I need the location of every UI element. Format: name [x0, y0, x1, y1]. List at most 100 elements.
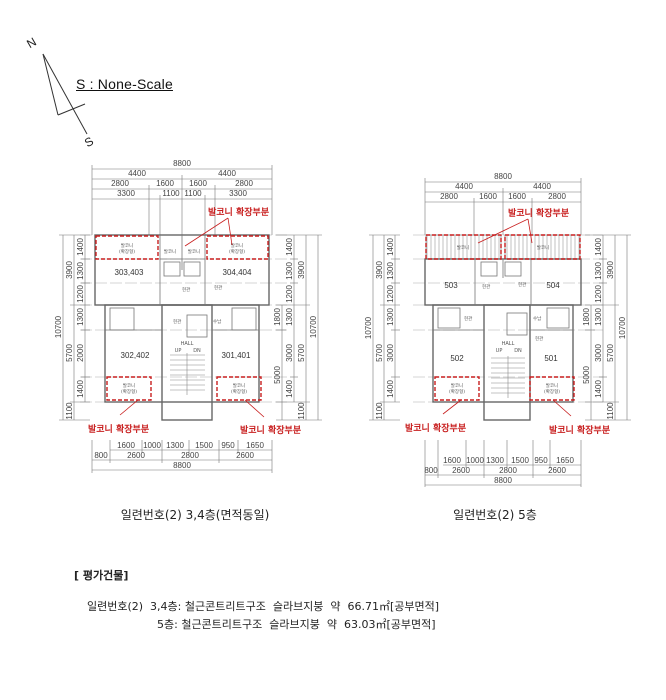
svg-text:1300: 1300 [386, 262, 395, 280]
svg-text:1300: 1300 [285, 262, 294, 280]
svg-text:현관: 현관 [182, 286, 190, 293]
svg-text:현관: 현관 [482, 283, 490, 290]
svg-text:3900: 3900 [297, 261, 306, 279]
svg-text:5000: 5000 [273, 366, 282, 384]
floor-plan-5: 8800 4400 4400 2800 1600 1600 2800 발코니 발… [353, 168, 653, 488]
evaluation-line-5: 5층: 철근콘트리트구조 슬라브지붕 약 63.03㎡[공부면적] [157, 618, 436, 631]
svg-text:1400: 1400 [285, 380, 294, 398]
svg-text:501: 501 [544, 354, 558, 363]
svg-text:수납: 수납 [213, 318, 221, 325]
svg-text:1650: 1650 [556, 456, 574, 465]
svg-text:1600: 1600 [443, 456, 461, 465]
svg-text:800: 800 [94, 451, 108, 460]
svg-text:503: 503 [444, 281, 458, 290]
svg-text:(확장형): (확장형) [449, 388, 465, 395]
svg-text:UP: UP [175, 348, 182, 354]
svg-text:3000: 3000 [285, 344, 294, 362]
svg-text:1200: 1200 [76, 285, 85, 303]
svg-text:DN: DN [514, 348, 522, 354]
svg-text:발코니: 발코니 [121, 242, 133, 249]
svg-text:1400: 1400 [76, 380, 85, 398]
svg-text:10700: 10700 [618, 316, 627, 339]
svg-text:5700: 5700 [375, 344, 384, 362]
svg-text:3000: 3000 [386, 344, 395, 362]
svg-text:2800: 2800 [181, 451, 199, 460]
svg-text:S: S [82, 134, 96, 147]
svg-text:DN: DN [193, 348, 201, 354]
svg-text:(확장형): (확장형) [121, 388, 137, 395]
north-arrow: N S [24, 32, 115, 150]
svg-text:발코니: 발코니 [123, 382, 135, 389]
svg-text:1600: 1600 [479, 192, 497, 201]
evaluation-title: [ 평가건물] [74, 569, 129, 582]
svg-text:수납: 수납 [533, 315, 541, 322]
svg-text:(확장형): (확장형) [119, 248, 135, 255]
svg-text:발코니 확장부분: 발코니 확장부분 [508, 207, 569, 219]
svg-text:950: 950 [221, 441, 235, 450]
svg-text:8800: 8800 [173, 159, 191, 168]
svg-text:1400: 1400 [76, 238, 85, 256]
svg-text:3300: 3300 [117, 189, 135, 198]
svg-text:800: 800 [424, 466, 438, 475]
svg-text:10700: 10700 [364, 316, 373, 339]
svg-text:1100: 1100 [375, 402, 384, 420]
svg-text:10700: 10700 [309, 315, 318, 338]
svg-text:4400: 4400 [455, 182, 473, 191]
svg-text:1100: 1100 [162, 189, 180, 198]
svg-text:현관: 현관 [214, 284, 222, 291]
svg-text:1000: 1000 [466, 456, 484, 465]
svg-text:1500: 1500 [511, 456, 529, 465]
svg-text:1500: 1500 [195, 441, 213, 450]
svg-text:3900: 3900 [65, 261, 74, 279]
svg-text:2800: 2800 [440, 192, 458, 201]
evaluation-line-3-4: 일련번호(2) 3,4층: 철근콘트리트구조 슬라브지붕 약 66.71㎡[공부… [87, 600, 440, 613]
svg-text:발코니 확장부분: 발코니 확장부분 [549, 424, 610, 436]
svg-text:1200: 1200 [386, 285, 395, 303]
svg-text:5700: 5700 [297, 344, 306, 362]
svg-text:발코니 확장부분: 발코니 확장부분 [208, 206, 269, 218]
compass-icon: N S [24, 35, 96, 150]
svg-text:3900: 3900 [375, 261, 384, 279]
svg-text:발코니 확장부분: 발코니 확장부분 [240, 424, 301, 436]
svg-text:2600: 2600 [127, 451, 145, 460]
svg-text:현관: 현관 [518, 281, 526, 288]
svg-text:5700: 5700 [606, 344, 615, 362]
svg-text:2600: 2600 [452, 466, 470, 475]
svg-text:3000: 3000 [594, 344, 603, 362]
floor-plan-3-4: 8800 4400 4400 2800 1600 1600 2800 3300 … [50, 155, 350, 475]
svg-text:1100: 1100 [65, 402, 74, 420]
svg-text:1000: 1000 [143, 441, 161, 450]
svg-text:2800: 2800 [499, 466, 517, 475]
svg-text:현관: 현관 [464, 315, 472, 322]
svg-text:2600: 2600 [548, 466, 566, 475]
svg-text:(확장형): (확장형) [231, 388, 247, 395]
svg-text:1300: 1300 [594, 308, 603, 326]
plan-caption-3-4: 일련번호(2) 3,4층(면적동일) [120, 508, 270, 522]
svg-text:1600: 1600 [508, 192, 526, 201]
svg-text:발코니: 발코니 [451, 382, 463, 389]
svg-text:발코니: 발코니 [233, 382, 245, 389]
svg-text:5700: 5700 [65, 344, 74, 362]
svg-text:2600: 2600 [236, 451, 254, 460]
svg-text:(확장형): (확장형) [229, 248, 245, 255]
svg-text:2800: 2800 [235, 179, 253, 188]
svg-text:발코니 확장부분: 발코니 확장부분 [405, 422, 466, 434]
svg-text:1800: 1800 [273, 308, 282, 326]
svg-text:1300: 1300 [386, 308, 395, 326]
svg-text:8800: 8800 [494, 476, 512, 485]
svg-text:발코니: 발코니 [537, 244, 549, 251]
svg-text:1200: 1200 [285, 285, 294, 303]
svg-text:발코니: 발코니 [546, 382, 558, 389]
svg-text:1300: 1300 [76, 262, 85, 280]
svg-text:HALL: HALL [181, 341, 194, 347]
scale-label: S : None-Scale [76, 76, 173, 92]
svg-text:301,401: 301,401 [222, 351, 251, 360]
svg-text:1600: 1600 [189, 179, 207, 188]
svg-text:4400: 4400 [533, 182, 551, 191]
svg-text:2000: 2000 [76, 344, 85, 362]
svg-text:1650: 1650 [246, 441, 264, 450]
svg-text:발코니: 발코니 [164, 248, 176, 255]
svg-text:HALL: HALL [502, 341, 515, 347]
svg-text:2800: 2800 [548, 192, 566, 201]
svg-text:발코니: 발코니 [188, 248, 200, 255]
